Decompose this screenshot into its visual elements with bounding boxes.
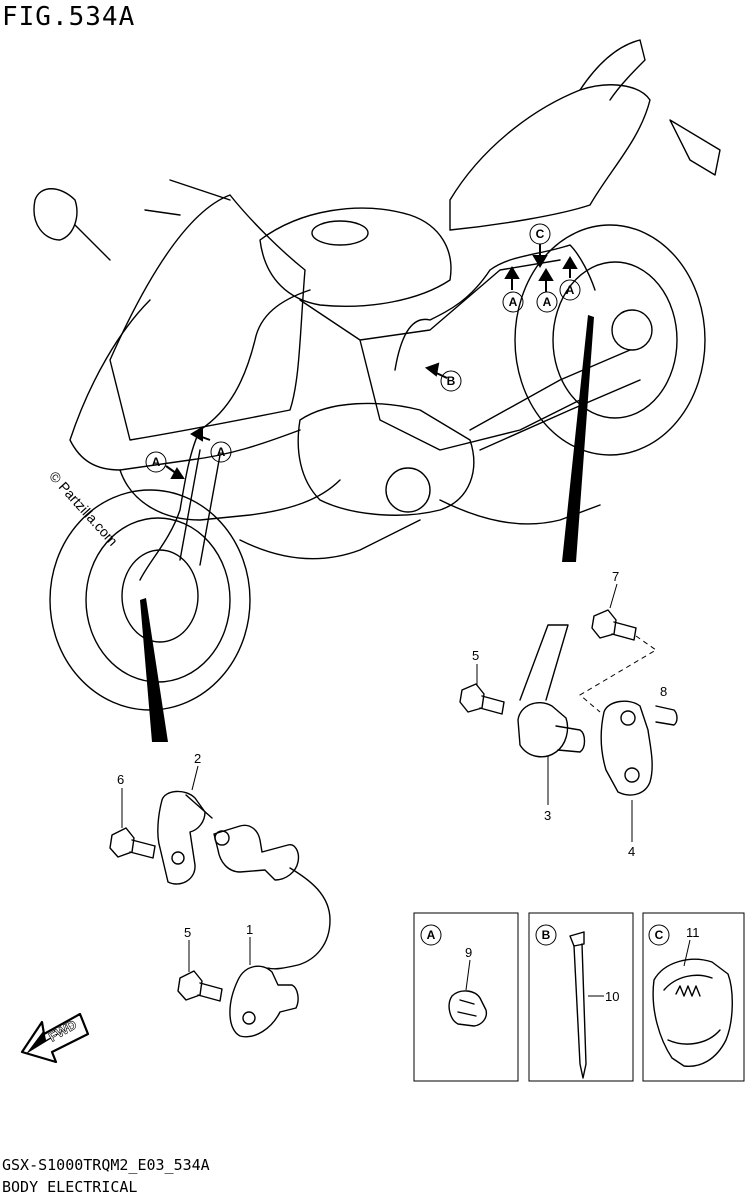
part-label-3: 3	[544, 808, 551, 823]
handlebar	[144, 179, 231, 216]
rear-wheel-speed-sensor	[517, 624, 586, 758]
callout-arrows	[165, 244, 578, 479]
engine-cover	[385, 467, 431, 513]
tail-light	[669, 119, 721, 176]
rear-wheel	[514, 224, 706, 456]
figure-title: FIG.534A	[2, 2, 136, 32]
motorcycle-illustration	[33, 39, 721, 711]
callout-letter: B	[447, 374, 456, 388]
rear-sensor-pin	[655, 705, 678, 726]
front-fairing	[69, 299, 301, 471]
callout-circle: A	[559, 279, 581, 301]
fuel-tank	[259, 207, 452, 307]
callout-letter: A	[217, 445, 226, 459]
callout-circle: A	[210, 441, 232, 463]
swingarm	[469, 349, 641, 451]
detail-box-b: B 10	[528, 912, 634, 1082]
exhaust	[439, 499, 601, 525]
mirror	[33, 188, 111, 261]
part-label-1: 1	[246, 922, 253, 937]
frame	[299, 259, 581, 451]
detail-box-a: A 9	[413, 912, 519, 1082]
callout-letter: A	[509, 295, 518, 309]
callout-circle: A	[536, 291, 558, 313]
detail-box-c: C 11	[642, 912, 745, 1082]
category-label: BODY ELECTRICAL	[2, 1178, 138, 1196]
rear-sensor-bolt	[459, 683, 505, 715]
engine-block	[297, 402, 475, 516]
front-fork	[179, 449, 221, 566]
rear-sensor-lead	[394, 244, 596, 371]
front-sensor-bolt	[177, 970, 223, 1002]
wire-clamp-part	[448, 990, 488, 1027]
callout-circle: C	[529, 223, 551, 245]
front-brake-disc	[121, 549, 199, 643]
callout-circle: B	[440, 370, 462, 392]
part-label-4: 4	[628, 844, 635, 859]
lower-cowl	[239, 519, 421, 560]
detail-box-letter: A	[427, 928, 436, 942]
front-wheel-speed-sensor	[229, 965, 299, 1038]
callout-letter: C	[536, 227, 545, 241]
part-label-5: 5	[472, 648, 479, 663]
forward-direction-arrow: FWD	[20, 1012, 90, 1064]
part-label-8: 8	[660, 684, 667, 699]
part-label-6: 6	[117, 772, 124, 787]
windscreen	[109, 194, 306, 441]
rear-hub	[611, 309, 653, 351]
detail-box-letter: B	[542, 928, 551, 942]
callout-circle: A	[145, 451, 167, 473]
detail-box-letter: C	[655, 928, 664, 942]
front-sensor-bolt	[109, 827, 156, 859]
part-label-5: 5	[184, 925, 191, 940]
model-code: GSX-S1000TRQM2_E03_534A	[2, 1156, 210, 1174]
rear-wheel-inner	[552, 261, 678, 419]
harness-clamp-part	[652, 958, 733, 1067]
rear-sensor-bolt	[591, 609, 637, 641]
callout-letter: A	[152, 455, 161, 469]
part-label-11: 11	[686, 925, 700, 940]
callout-letter: A	[566, 283, 575, 297]
front-sensor-pointer	[140, 598, 168, 742]
part-label-2: 2	[194, 751, 201, 766]
tail	[579, 39, 646, 101]
front-sensor-cable	[267, 867, 331, 970]
wheel-speed-sensor-harness	[139, 244, 596, 581]
part-label-10: 10	[605, 989, 619, 1004]
cable-tie-part	[569, 931, 587, 1079]
callout-circle: A	[502, 291, 524, 313]
fairing-lower	[119, 469, 341, 521]
rear-sensor-pointer	[562, 315, 594, 562]
front-sensor-bracket	[157, 790, 213, 885]
fuel-cap	[311, 220, 369, 246]
front-sensor-connector	[213, 824, 300, 881]
seat	[449, 84, 651, 231]
rear-sensor-bracket	[600, 700, 653, 796]
part-number-labels: 1 2 3 4 5 5 6 7 8	[117, 569, 667, 972]
part-label-9: 9	[465, 945, 472, 960]
dowel-leader	[579, 635, 657, 713]
part-label-7: 7	[612, 569, 619, 584]
callout-letter: A	[543, 295, 552, 309]
